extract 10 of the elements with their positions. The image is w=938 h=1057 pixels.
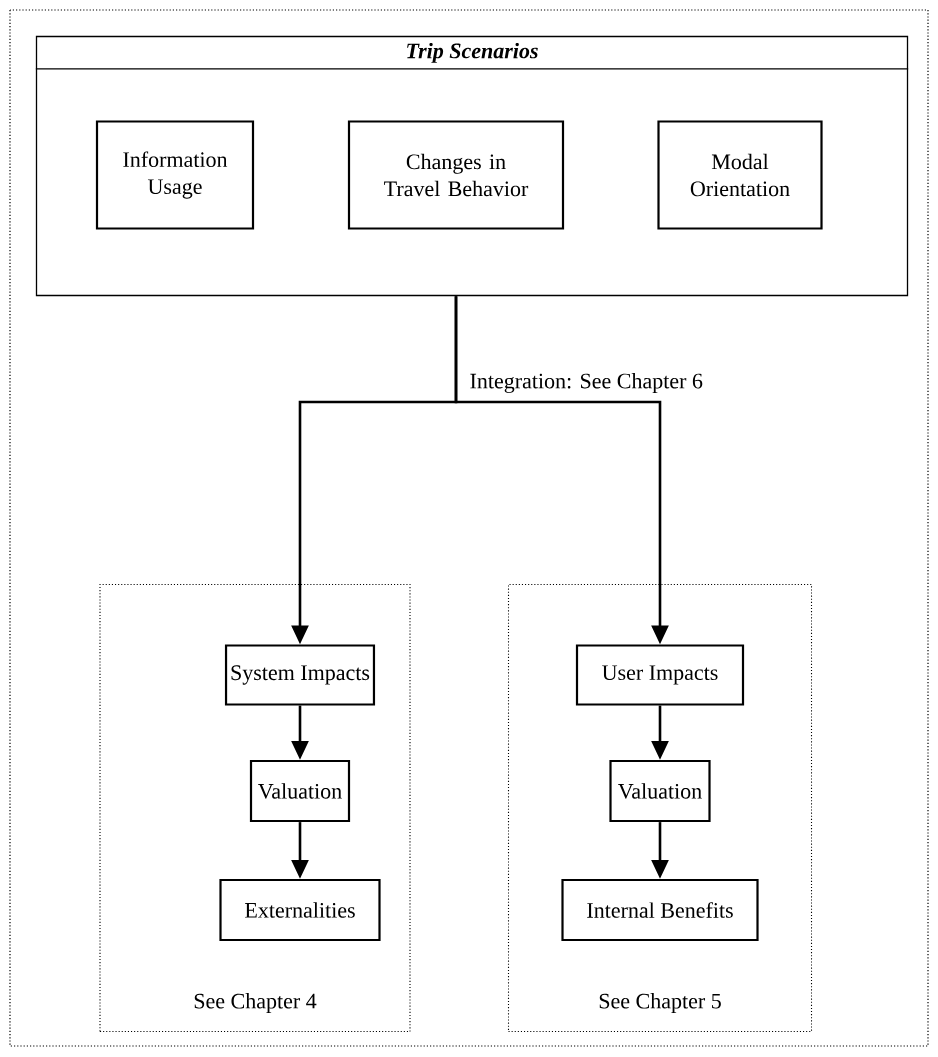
process-box: Information Usage — [95, 120, 255, 230]
process-box: Internal Benefits — [561, 878, 759, 942]
process-box: Valuation — [609, 759, 711, 823]
note-text: Integration: See Chapter 6 — [470, 373, 703, 393]
process-box: User Impacts — [575, 644, 745, 706]
process-box: System Impacts — [224, 644, 376, 706]
process-box: Valuation — [249, 759, 351, 823]
process-box: Externalities — [219, 878, 381, 942]
process-box: Modal Orientation — [657, 120, 823, 230]
process-box: Changes in Travel Behavior — [347, 120, 565, 230]
